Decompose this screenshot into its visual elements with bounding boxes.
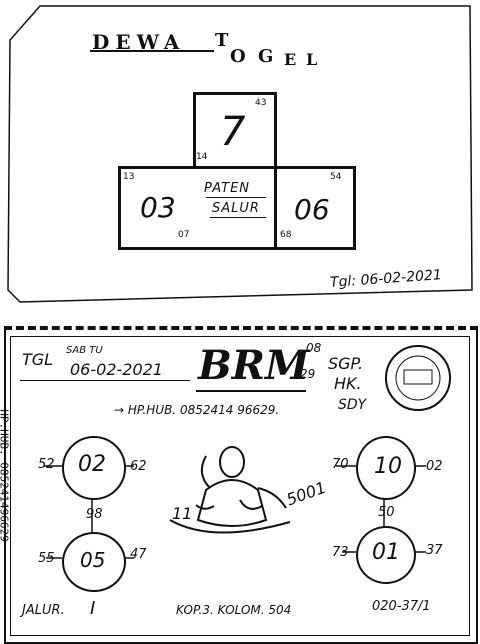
brand-e: E [284, 50, 297, 69]
bottom-date: 06-02-2021 [70, 360, 163, 379]
middle-underline-2 [210, 217, 266, 218]
top-card [7, 5, 473, 304]
left-number: 03 [140, 191, 176, 224]
market-sgp: SGP. [328, 354, 364, 373]
brm-logo: BRM [198, 342, 310, 389]
brand-g: G [258, 46, 274, 67]
circle-left-top-below: 98 [86, 507, 103, 522]
brand-o: O [230, 46, 246, 67]
circle-right-top [356, 436, 416, 500]
circle-right-bottom [356, 526, 416, 584]
circle-right-bottom-right: 37 [426, 543, 443, 558]
brand-dewa: DEWA [92, 30, 186, 54]
jalur-value: I [90, 598, 96, 619]
circle-right-bottom-left: 73 [332, 545, 349, 560]
corner-right-bottom: 68 [280, 230, 292, 240]
market-hk: HK. [334, 374, 362, 393]
middle-label-2: SALUR [212, 201, 260, 216]
corner-left-bottom: 07 [178, 230, 190, 240]
middle-label-1: PATEN [204, 181, 251, 196]
day-label: SAB TU [66, 345, 103, 356]
right-number: 06 [294, 193, 330, 226]
circle-left-bottom-center: 05 [80, 548, 106, 572]
figure-left-num: 11 [172, 504, 193, 523]
circle-left-top-right: 62 [130, 459, 147, 474]
bottom-inner-border [10, 336, 470, 636]
brand-l: L [306, 50, 318, 69]
small-num-2: 29 [300, 367, 316, 381]
right-box [274, 166, 356, 250]
corner-right-top: 54 [330, 172, 342, 182]
circle-left-bottom-right: 47 [130, 547, 147, 562]
circle-right-top-center: 10 [374, 454, 402, 479]
figure-illustration [169, 446, 291, 534]
small-num-1: 08 [306, 341, 322, 355]
tgl-label: TGL [22, 350, 54, 369]
brand-underline [90, 50, 214, 52]
kop-label: KOP.3. KOLOM. 504 [176, 603, 292, 617]
market-sdy: SDY [338, 397, 367, 413]
circle-left-bottom [62, 532, 126, 592]
brm-underline [196, 390, 306, 392]
corner-left-top: 13 [123, 172, 135, 182]
bottom-right-code: 020-37/1 [372, 599, 431, 614]
center-number: 7 [220, 109, 246, 155]
corner-top-right: 43 [255, 98, 267, 108]
circle-left-top-left: 52 [38, 457, 55, 472]
middle-underline-1 [206, 197, 266, 198]
circle-left-bottom-left: 55 [38, 551, 55, 566]
middle-box [196, 166, 274, 250]
brand-t: T [215, 30, 229, 51]
circle-right-top-right: 02 [426, 459, 443, 474]
top-card-frame [7, 5, 473, 303]
stamp [385, 345, 451, 411]
hp-line: → HP.HUB. 0852414 96629. [114, 403, 280, 417]
vertical-hp: HP.HUB. 085241496629 [0, 409, 11, 542]
circle-left-top [62, 436, 126, 500]
circle-left-top-center: 02 [78, 452, 106, 477]
jalur-label: JALUR. [22, 603, 65, 618]
circle-right-bottom-center: 01 [372, 540, 400, 565]
circle-right-top-left: 70 [332, 457, 349, 472]
date-underline [20, 380, 190, 381]
corner-center-left: 14 [196, 152, 208, 162]
circle-right-top-below: 50 [378, 505, 395, 520]
